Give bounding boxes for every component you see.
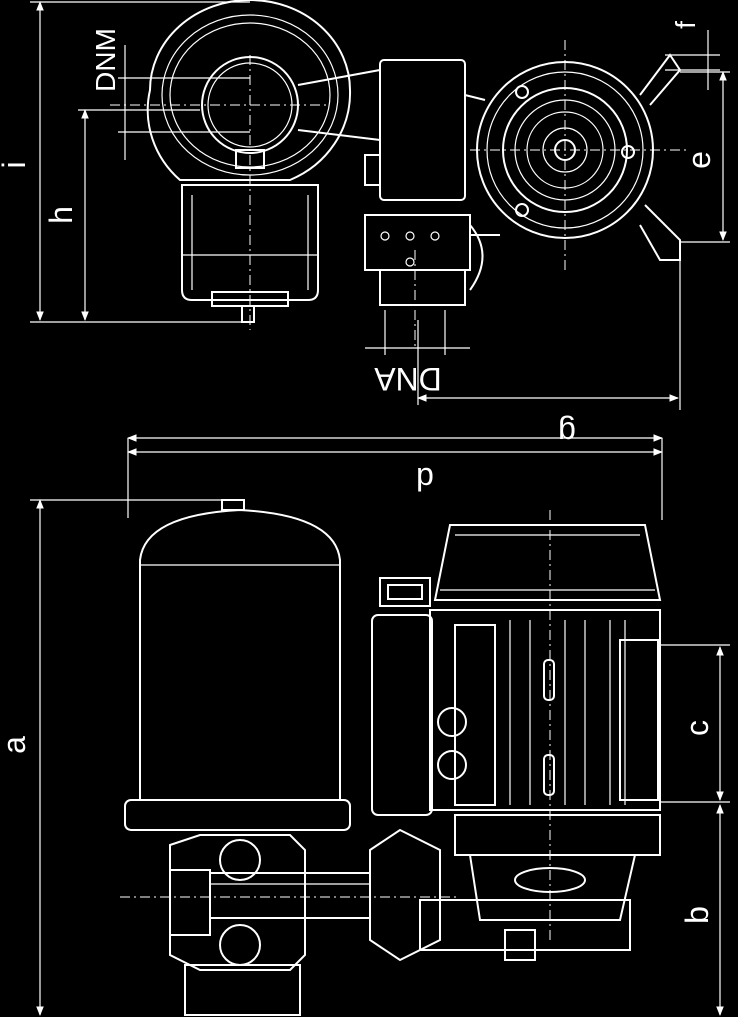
dim-dnm-label: DNM — [90, 28, 121, 92]
dim-i-label: i — [0, 161, 32, 168]
dim-i: i — [0, 1, 250, 323]
dim-dna-label: DNA — [374, 361, 442, 397]
control-box — [371, 614, 467, 816]
dim-c: c — [660, 644, 730, 803]
top-view: i h DNM f e — [0, 0, 730, 451]
dim-h-label: h — [43, 206, 79, 224]
dim-g-label: g — [558, 415, 576, 451]
flange — [209, 828, 441, 962]
dim-f: f — [665, 21, 720, 90]
motor-end-view — [464, 53, 682, 261]
motor-cap — [379, 524, 662, 607]
dim-b-label: b — [679, 906, 715, 924]
dim-e: e — [680, 71, 730, 243]
dim-a-label: a — [0, 736, 32, 754]
hex-connector — [169, 834, 306, 1016]
pump-base — [419, 814, 661, 961]
dim-h: h — [43, 109, 200, 321]
dim-d-label: d — [416, 461, 434, 497]
dim-d: d — [127, 438, 663, 520]
dim-c-label: c — [679, 720, 715, 736]
tank-side — [124, 499, 351, 831]
side-view: d — [0, 438, 730, 1016]
dim-g: g — [127, 245, 681, 451]
dim-a: a — [0, 499, 240, 1016]
dim-b: b — [679, 804, 724, 1016]
dim-f-label: f — [670, 21, 701, 29]
pump-housing-top — [364, 59, 484, 306]
dim-dnm: DNM — [90, 28, 250, 160]
motor-body — [429, 609, 661, 811]
dim-e-label: e — [681, 151, 717, 169]
tank-top-outline — [146, 0, 352, 181]
